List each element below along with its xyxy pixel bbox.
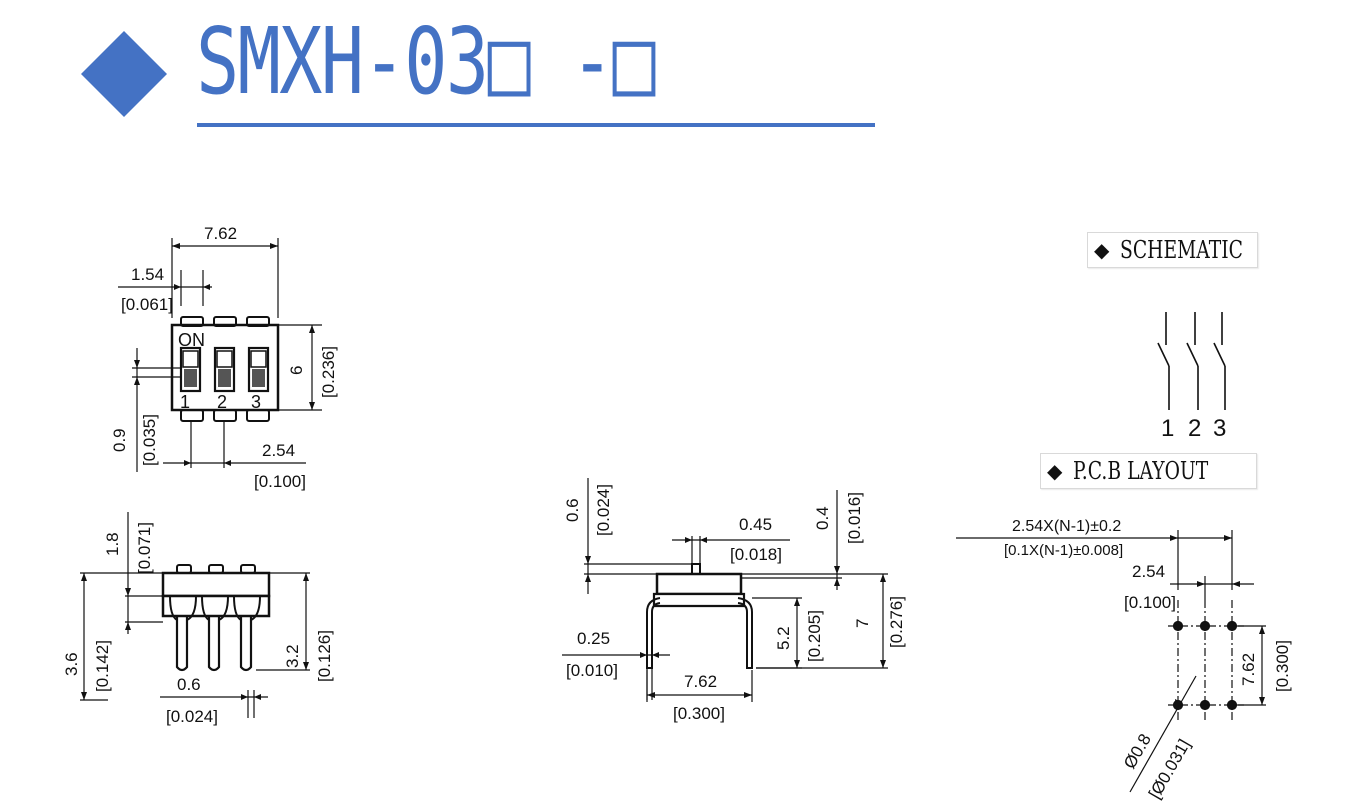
dim-lead-len-in: [0.126] bbox=[315, 630, 334, 682]
dim-act-h-mm: 0.6 bbox=[563, 498, 582, 522]
dim-act-h-in: [0.024] bbox=[594, 484, 613, 536]
schematic-heading: ◆ SCHEMATIC bbox=[1087, 232, 1258, 268]
schematic-pin-number: 3 bbox=[1213, 415, 1226, 442]
dim-actuator-in: [0.071] bbox=[135, 522, 154, 574]
dim-body-in: [0.236] bbox=[319, 346, 338, 398]
schematic-pin-number: 1 bbox=[1161, 415, 1174, 442]
dim-height-in: [0.142] bbox=[93, 640, 112, 692]
schematic-pin-number: 2 bbox=[1188, 415, 1201, 442]
end-view bbox=[562, 478, 888, 702]
header: SMXH-03□ -□ bbox=[0, 0, 1346, 150]
dim-top-mm: 0.4 bbox=[813, 506, 832, 530]
dim-lead-w-in: [0.024] bbox=[166, 707, 218, 726]
schematic-symbol bbox=[1157, 312, 1226, 410]
dim-span-in: [0.1X(N-1)±0.008] bbox=[1004, 542, 1123, 559]
dim-act-w-in: [0.018] bbox=[730, 545, 782, 564]
pcb-layout-heading: ◆ P.C.B LAYOUT bbox=[1040, 453, 1257, 489]
dim-row-mm: 7.62 bbox=[684, 672, 717, 691]
dim-act-w-mm: 0.45 bbox=[739, 515, 772, 534]
schematic-heading-label: SCHEMATIC bbox=[1120, 236, 1244, 264]
dim-pitch-pcb-mm: 2.54 bbox=[1132, 562, 1165, 581]
dim-lead-t-mm: 0.25 bbox=[577, 629, 610, 648]
dim-hole-in: [Ø0.031] bbox=[1145, 736, 1194, 802]
diamond-bullet-icon bbox=[81, 31, 167, 117]
dim-row-in: [0.300] bbox=[673, 704, 725, 723]
pcb-layout bbox=[956, 530, 1266, 793]
dim-pitch-mm: 1.54 bbox=[131, 265, 164, 284]
top-view bbox=[118, 238, 322, 472]
dim-height-mm: 3.6 bbox=[62, 652, 81, 676]
on-label: ON bbox=[178, 330, 205, 350]
dim-lead-pitch-in: [0.100] bbox=[254, 472, 306, 491]
dim-lead-pitch-mm: 2.54 bbox=[262, 441, 295, 460]
side-view bbox=[80, 512, 310, 718]
title-underline bbox=[197, 123, 875, 127]
dim-hole-mm: Ø0.8 bbox=[1120, 731, 1155, 772]
dim-offset-in: [0.035] bbox=[140, 414, 159, 466]
dim-pitch-in: [0.061] bbox=[121, 295, 173, 314]
diamond-bullet-icon: ◆ bbox=[1047, 459, 1063, 483]
dim-offset-mm: 0.9 bbox=[110, 428, 129, 452]
part-number-title: SMXH-03□ -□ bbox=[196, 8, 656, 115]
switch-slot bbox=[247, 346, 270, 393]
dim-lead-t-in: [0.010] bbox=[566, 661, 618, 680]
dim-actuator-mm: 1.8 bbox=[103, 532, 122, 556]
dim-total-mm: 7 bbox=[853, 619, 872, 628]
dim-row-pcb-mm: 7.62 bbox=[1239, 653, 1258, 686]
dim-seat-in: [0.205] bbox=[805, 610, 824, 662]
dim-pitch-pcb-in: [0.100] bbox=[1124, 593, 1176, 612]
dim-row-pcb-in: [0.300] bbox=[1273, 640, 1292, 692]
dim-body-mm: 6 bbox=[287, 366, 306, 375]
dim-width-top: 7.62 bbox=[204, 224, 237, 243]
dim-lead-w-mm: 0.6 bbox=[177, 675, 201, 694]
switch-number: 3 bbox=[251, 392, 261, 412]
switch-number: 1 bbox=[180, 392, 190, 412]
dim-lead-len-mm: 3.2 bbox=[283, 644, 302, 668]
switch-number: 2 bbox=[217, 392, 227, 412]
diamond-bullet-icon: ◆ bbox=[1094, 238, 1110, 262]
dim-total-in: [0.276] bbox=[887, 596, 906, 648]
switch-slot bbox=[213, 346, 236, 393]
switch-slot bbox=[179, 346, 202, 393]
dim-span-mm: 2.54X(N-1)±0.2 bbox=[1012, 518, 1121, 535]
dim-seat-mm: 5.2 bbox=[774, 626, 793, 650]
pcb-layout-heading-label: P.C.B LAYOUT bbox=[1073, 457, 1209, 485]
dim-top-in: [0.016] bbox=[845, 492, 864, 544]
